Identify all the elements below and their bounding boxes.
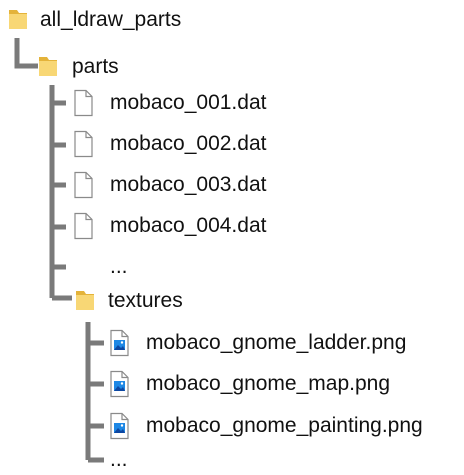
tree-item-label: textures [108, 289, 183, 312]
tree-item-label: mobaco_gnome_painting.png [146, 414, 423, 437]
dat-file-icon [68, 129, 98, 159]
tree-item-label: mobaco_001.dat [110, 91, 267, 114]
tree-item-all-ldraw-parts[interactable]: all_ldraw_parts [3, 5, 181, 35]
folder-icon [70, 286, 100, 316]
tree-item-textures[interactable]: textures [70, 286, 183, 316]
tree-item-file[interactable]: mobaco_001.dat [68, 88, 266, 118]
tree-item-file[interactable]: mobaco_gnome_painting.png [104, 411, 423, 441]
image-file-icon [104, 369, 134, 399]
ellipsis-label: ... [110, 255, 128, 278]
tree-item-file[interactable]: mobaco_003.dat [68, 170, 266, 200]
tree-item-more: ... [110, 445, 128, 475]
folder-icon [33, 52, 63, 82]
tree-item-file[interactable]: mobaco_gnome_map.png [104, 369, 390, 399]
tree-item-file[interactable]: mobaco_004.dat [68, 211, 266, 241]
tree-item-label: all_ldraw_parts [40, 8, 182, 31]
image-file-icon [104, 411, 134, 441]
image-file-icon [104, 328, 134, 358]
tree-item-label: mobaco_003.dat [110, 173, 267, 196]
dat-file-icon [68, 88, 98, 118]
dat-file-icon [68, 211, 98, 241]
ellipsis-label: ... [110, 448, 128, 471]
tree-item-label: mobaco_002.dat [110, 132, 267, 155]
tree-item-label: mobaco_gnome_map.png [146, 372, 391, 395]
tree-item-label: mobaco_gnome_ladder.png [146, 331, 407, 354]
dat-file-icon [68, 170, 98, 200]
tree-item-label: parts [72, 55, 119, 78]
tree-item-label: mobaco_004.dat [110, 214, 267, 237]
tree-item-file[interactable]: mobaco_002.dat [68, 129, 266, 159]
tree-item-file[interactable]: mobaco_gnome_ladder.png [104, 328, 406, 358]
tree-item-more: ... [110, 252, 128, 282]
folder-icon [3, 5, 33, 35]
tree-item-parts[interactable]: parts [33, 52, 119, 82]
